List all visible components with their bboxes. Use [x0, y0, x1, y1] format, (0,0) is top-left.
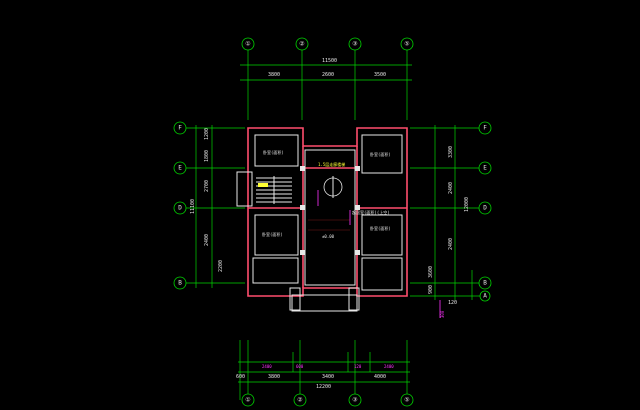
magenta-marks: [317, 190, 441, 318]
elevation-mark: ±0.00: [322, 234, 335, 239]
right-dim-2: 2400: [448, 182, 454, 194]
axis-grid-lines: [180, 50, 485, 400]
left-dim-4: 2400: [204, 234, 210, 246]
room-label-ne: 卧室(面积): [370, 151, 391, 157]
bottom-sub-1: 2400: [262, 364, 272, 369]
bottom-dim-2: 3800: [268, 374, 280, 380]
top-dim-overall: 11500: [322, 58, 337, 64]
bottom-axis-2: ②: [297, 397, 302, 404]
left-dim-3: 2700: [204, 180, 210, 192]
left-axis-bubbles: F E D B: [173, 121, 187, 290]
hall-label: 1.5层走廊楼梯: [318, 161, 345, 167]
columns: [300, 166, 360, 255]
bottom-dim-1: 600: [236, 374, 245, 380]
left-dim-1: 1200: [204, 128, 210, 140]
bottom-axis-1: ①: [245, 397, 250, 404]
top-dim-3: 3500: [374, 72, 386, 78]
room-outlines: [236, 134, 403, 312]
right-axis-2: E: [483, 165, 487, 172]
room-label-se: 卧室(面积): [370, 225, 391, 231]
bottom-axis-3: ③: [352, 397, 357, 404]
right-axis-1: F: [483, 125, 487, 132]
right-dim-5: 900: [428, 285, 434, 294]
right-dim-overall: 12000: [464, 197, 470, 212]
left-dim-5: 2200: [218, 260, 224, 272]
top-axis-bubbles: ① ② ③ ⑤: [241, 37, 414, 51]
right-axis-bubbles: F E D B A: [478, 121, 492, 302]
left-dim-2: 1800: [204, 150, 210, 162]
top-axis-2: ②: [299, 41, 304, 48]
left-axis-3: D: [178, 205, 182, 212]
left-axis-2: E: [178, 165, 182, 172]
bottom-sub-3: 120: [354, 364, 362, 369]
right-axis-3: D: [483, 205, 487, 212]
bottom-dim-3: 3400: [322, 374, 334, 380]
room-label-nw: 卧室(面积): [263, 149, 284, 155]
bottom-sub-2: 600: [296, 364, 304, 369]
top-axis-1: ①: [245, 41, 250, 48]
room-label-sw: 卧室(面积): [262, 231, 283, 237]
bottom-dim-overall: 12200: [316, 384, 331, 390]
top-axis-4: ⑤: [404, 41, 409, 48]
left-dim-overall: 11100: [190, 199, 196, 214]
top-dim-1: 3800: [268, 72, 280, 78]
bottom-axis-4: ⑤: [404, 397, 409, 404]
stair-treads: [256, 176, 292, 204]
bottom-sub-4: 2400: [384, 364, 394, 369]
section-hatch: [308, 219, 350, 231]
right-dim-3: 2400: [448, 238, 454, 250]
right-dim-4: 3600: [428, 266, 434, 278]
left-axis-1: F: [178, 125, 182, 132]
top-axis-3: ③: [352, 41, 357, 48]
stair-arrow: [258, 183, 268, 187]
right-axis-5: A: [483, 293, 487, 300]
right-axis-4: B: [483, 280, 487, 287]
right-dim-1: 3300: [448, 146, 454, 158]
right-dim-pink: 300: [440, 310, 445, 318]
left-axis-4: B: [178, 280, 182, 287]
bottom-dim-4: 4000: [374, 374, 386, 380]
middle-label: 起居室(面积)(上空): [352, 209, 390, 215]
right-dim-extra: 120: [448, 300, 457, 306]
top-dim-2: 2600: [322, 72, 334, 78]
bottom-axis-bubbles: ① ② ③ ⑤: [241, 393, 414, 407]
